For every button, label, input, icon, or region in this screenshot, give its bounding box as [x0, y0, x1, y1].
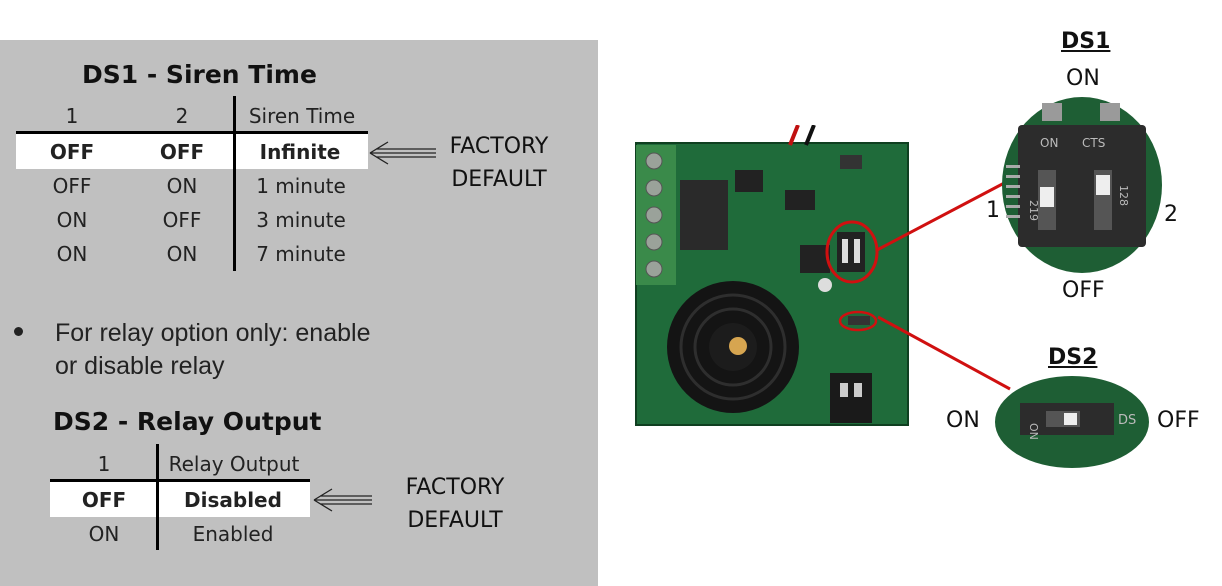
ds2-row1-output: Disabled	[184, 488, 282, 512]
ds1-callout-title: DS1	[1061, 29, 1111, 54]
ds1-chip-128-text: 128	[1117, 185, 1130, 206]
ds2-row2-output: Enabled	[192, 522, 274, 546]
ds1-row2-col2: ON	[166, 174, 198, 198]
ds1-header-1: 1	[65, 104, 79, 128]
ds1-row3-time: 3 minute	[256, 208, 346, 232]
ds1-row2-time: 1 minute	[256, 174, 346, 198]
ds1-zoom-image: ON CTS 219 128	[1002, 97, 1162, 273]
ds1-default-arrow-icon	[369, 141, 436, 165]
bullet-dot-icon	[14, 327, 23, 336]
ds2-chip-on-text: ON	[1027, 423, 1040, 440]
ds2-default-highlight	[50, 482, 310, 517]
ds2-header-relay-output: Relay Output	[168, 452, 300, 476]
ds1-row4-col2: ON	[166, 242, 198, 266]
callout-lines	[876, 178, 1011, 391]
bullet-line-2: or disable relay	[55, 352, 225, 380]
ds1-column-rule	[233, 96, 236, 271]
ds1-chip-on-text: ON	[1040, 136, 1058, 150]
ds2-factory-label: FACTORY	[405, 475, 505, 500]
ds2-row1-col1: OFF	[81, 488, 127, 512]
ds1-callout-pin-2: 2	[1164, 202, 1178, 227]
ds1-header-rule	[16, 131, 368, 134]
ds1-factory-label: FACTORY	[449, 134, 549, 159]
ds1-row4-col1: ON	[56, 242, 88, 266]
ds1-row1-time: Infinite	[259, 140, 341, 164]
ds2-title: DS2 - Relay Output	[53, 407, 322, 436]
ds2-row2-col1: ON	[88, 522, 120, 546]
ds1-chip-219-text: 219	[1027, 200, 1040, 221]
ds2-callout-title: DS2	[1048, 345, 1098, 370]
ds1-header-2: 2	[175, 104, 189, 128]
ds2-chip-ds-text: DS	[1118, 413, 1136, 428]
pcb-board-image	[635, 125, 909, 426]
ds2-default-arrow-icon	[313, 488, 372, 512]
ds2-callout-on: ON	[946, 408, 980, 433]
ds2-default-label: DEFAULT	[407, 508, 503, 533]
ds1-header-siren-time: Siren Time	[248, 104, 356, 128]
ds1-callout-pin-1: 1	[986, 198, 1000, 223]
ds2-callout-off: OFF	[1157, 408, 1200, 433]
ds1-row3-col2: OFF	[162, 208, 202, 232]
ds1-row1-col2: OFF	[159, 140, 205, 164]
ds2-zoom-image: ON DS	[995, 376, 1149, 468]
ds1-title: DS1 - Siren Time	[82, 60, 317, 89]
ds1-row3-col1: ON	[56, 208, 88, 232]
ds1-chip-cts-text: CTS	[1082, 136, 1105, 150]
ds2-column-rule	[156, 444, 159, 550]
ds2-header-1: 1	[97, 452, 111, 476]
ds1-row1-col1: OFF	[49, 140, 95, 164]
bullet-line-1: For relay option only: enable	[55, 319, 371, 347]
ds1-row2-col1: OFF	[52, 174, 92, 198]
ds1-callout-off: OFF	[1062, 278, 1105, 303]
ds1-row4-time: 7 minute	[256, 242, 346, 266]
ds1-default-highlight	[16, 134, 368, 169]
ds2-header-rule	[50, 479, 310, 482]
ds1-callout-on: ON	[1066, 66, 1100, 91]
ds1-default-label: DEFAULT	[451, 167, 547, 192]
